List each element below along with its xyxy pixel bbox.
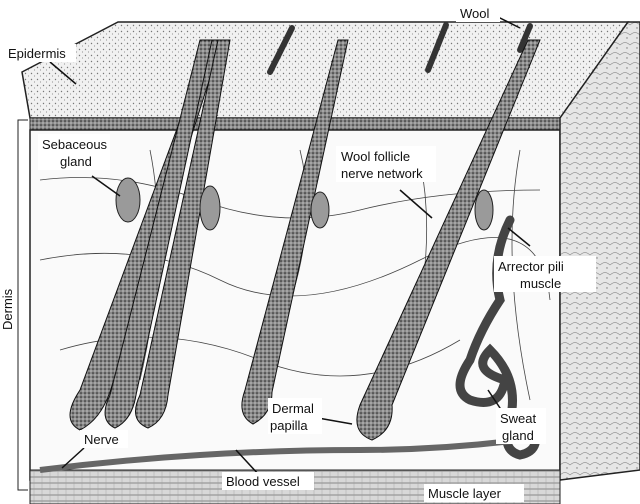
label-nerve: Nerve: [84, 432, 119, 447]
label-dermal-papilla-line1: Dermal: [272, 401, 314, 416]
label-dermal-papilla-line2: papilla: [270, 418, 308, 433]
label-epidermis: Epidermis: [8, 46, 66, 61]
label-dermis: Dermis: [0, 288, 15, 330]
dermis-bracket: [18, 120, 28, 490]
label-wool-follicle-line2: nerve network: [341, 166, 423, 181]
label-arrector-pili-line2: muscle: [520, 276, 561, 291]
label-wool: Wool: [460, 6, 489, 21]
label-sweat-gland-line2: gland: [502, 428, 534, 443]
label-sweat-gland-line1: Sweat: [500, 411, 537, 426]
label-wool-follicle-line1: Wool follicle: [341, 149, 410, 164]
label-sebaceous-gland-line1: Sebaceous: [42, 137, 108, 152]
label-blood-vessel: Blood vessel: [226, 474, 300, 489]
label-muscle-layer: Muscle layer: [428, 486, 502, 501]
label-arrector-pili-line1: Arrector pili: [498, 259, 564, 274]
label-sebaceous-gland-line2: gland: [60, 154, 92, 169]
epidermis-front-band: [30, 118, 560, 130]
